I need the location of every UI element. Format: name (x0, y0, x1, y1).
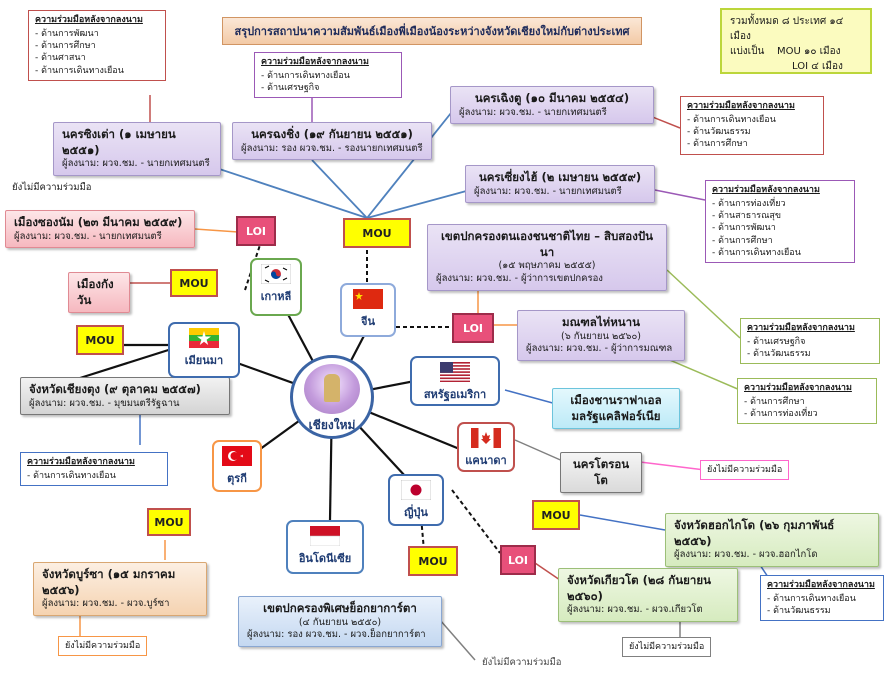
country-korea: เกาหลี (250, 258, 302, 316)
korea-flag-icon (261, 264, 291, 284)
country-indonesia: อินโดนีเซีย (286, 520, 364, 574)
note-chengdu: ความร่วมมือหลังจากลงนาม - ด้านการเดินทาง… (680, 96, 824, 155)
note-hokkaido: ความร่วมมือหลังจากลงนาม - ด้านการเดินทาง… (760, 575, 884, 622)
myanmar-flag-icon (189, 328, 219, 348)
city-gangnam: เมืองกังวัน (68, 272, 130, 314)
loi-tag-korea: LOI (236, 216, 276, 246)
country-turkey: ตุรกี (212, 440, 262, 492)
country-china: จีน (340, 283, 396, 337)
city-gangwon: เมืองซองนัม (๒๓ มีนาคม ๒๕๕๙) ผู้ลงนาม: ผ… (5, 210, 195, 249)
mou-tag-korea: MOU (170, 269, 218, 297)
loi-tag-japan-kyoto: LOI (500, 545, 536, 575)
mou-tag-china: MOU (343, 218, 411, 248)
city-hokkaido: จังหวัดฮอกไกโด (๒๖ กุมภาพันธ์ ๒๕๕๖) ผู้ล… (665, 513, 879, 567)
china-flag-icon (353, 289, 383, 309)
mou-tag-myanmar: MOU (76, 325, 124, 355)
city-kengtung: จังหวัดเชียงตุง (๙ ตุลาคม ๒๕๕๗) ผู้ลงนาม… (20, 377, 230, 416)
chiangmai-hub: เชียงใหม่ (290, 355, 374, 439)
note-xishuangbanna: ความร่วมมือหลังจากลงนาม - ด้านเศรษฐกิจ -… (740, 318, 880, 365)
city-bursa: จังหวัดบูร์ซา (๑๕ มกราคม ๒๕๕๖) ผู้ลงนาม:… (33, 562, 207, 616)
hub-label: เชียงใหม่ (308, 418, 356, 432)
city-toronto: นครโตรอนโต (560, 452, 642, 494)
city-yunnan: มณฑลไห่หนาน (๖ กันยายน ๒๕๖๐) ผู้ลงนาม: ผ… (517, 310, 685, 362)
loi-tag-china: LOI (452, 313, 494, 343)
city-kyoto: จังหวัดเกียวโต (๒๘ กันยายน ๒๕๖๐) ผู้ลงนา… (558, 568, 738, 622)
japan-flag-icon (401, 480, 431, 500)
country-myanmar: เมียนมา (168, 322, 240, 378)
note-kengtung: ความร่วมมือหลังจากลงนาม - ด้านการเดินทาง… (20, 452, 168, 487)
no-cooperation-kyoto: ยังไม่มีความร่วมมือ (622, 637, 712, 658)
mou-tag-indonesia: MOU (408, 546, 458, 576)
note-yunnan: ความร่วมมือหลังจากลงนาม - ด้านการศึกษา -… (737, 378, 877, 425)
country-usa: สหรัฐอเมริกา (410, 356, 500, 406)
city-elmonte: เมืองชานราฟาเอล มลรัฐแคลิฟอร์เนีย (552, 388, 680, 430)
chiangmai-emblem-icon (304, 364, 360, 414)
note-chongqing: ความร่วมมือหลังจากลงนาม - ด้านการเดินทาง… (254, 52, 402, 99)
canada-flag-icon (471, 428, 501, 448)
city-chongqing: นครฉงชิ่ง (๑๙ กันยายน ๒๕๕๑) ผู้ลงนาม: รอ… (232, 122, 432, 161)
city-shanghai: นครซิงเต่า (๑ เมษายน ๒๕๕๑) ผู้ลงนาม: ผวจ… (53, 122, 221, 176)
country-canada: แคนาดา (457, 422, 515, 472)
note-shanghai: ความร่วมมือหลังจากลงนาม - ด้านการพัฒนา -… (28, 10, 166, 81)
usa-flag-icon (440, 362, 470, 382)
no-cooperation-yogyakarta: ยังไม่มีความร่วมมือ (482, 655, 562, 670)
summary-box: รวมทั้งหมด ๘ ประเทศ ๑๔ เมือง แบ่งเป็น MO… (720, 8, 872, 74)
mou-tag-japan-hokkaido: MOU (532, 500, 580, 530)
city-chengdu: นครเฉิงตู (๑๐ มีนาคม ๒๕๕๔) ผู้ลงนาม: ผวจ… (450, 86, 654, 125)
no-cooperation-bursa: ยังไม่มีความร่วมมือ (58, 636, 148, 657)
city-yogyakarta: เขตปกครองพิเศษย็อกยาการ์ตา (๔ กันยายน ๒๕… (238, 596, 442, 648)
no-cooperation-korea: ยังไม่มีความร่วมมือ (12, 180, 92, 195)
note-harbin: ความร่วมมือหลังจากลงนาม - ด้านการท่องเที… (705, 180, 855, 263)
no-cooperation-toronto: ยังไม่มีความร่วมมือ (700, 460, 790, 481)
mou-tag-turkey: MOU (147, 508, 191, 536)
city-xishuangbanna: เขตปกครองตนเองชนชาติไทย – สิบสองปันนา (๑… (427, 224, 667, 291)
city-harbin: นครเซี่ยงไฮ้ (๒ เมษายน ๒๕๕๙) ผู้ลงนาม: ผ… (465, 165, 655, 204)
country-japan: ญี่ปุ่น (388, 474, 444, 526)
diagram-title: สรุปการสถาปนาความสัมพันธ์เมืองพี่เมืองน้… (222, 17, 642, 45)
indonesia-flag-icon (310, 526, 340, 546)
turkey-flag-icon (222, 446, 252, 466)
